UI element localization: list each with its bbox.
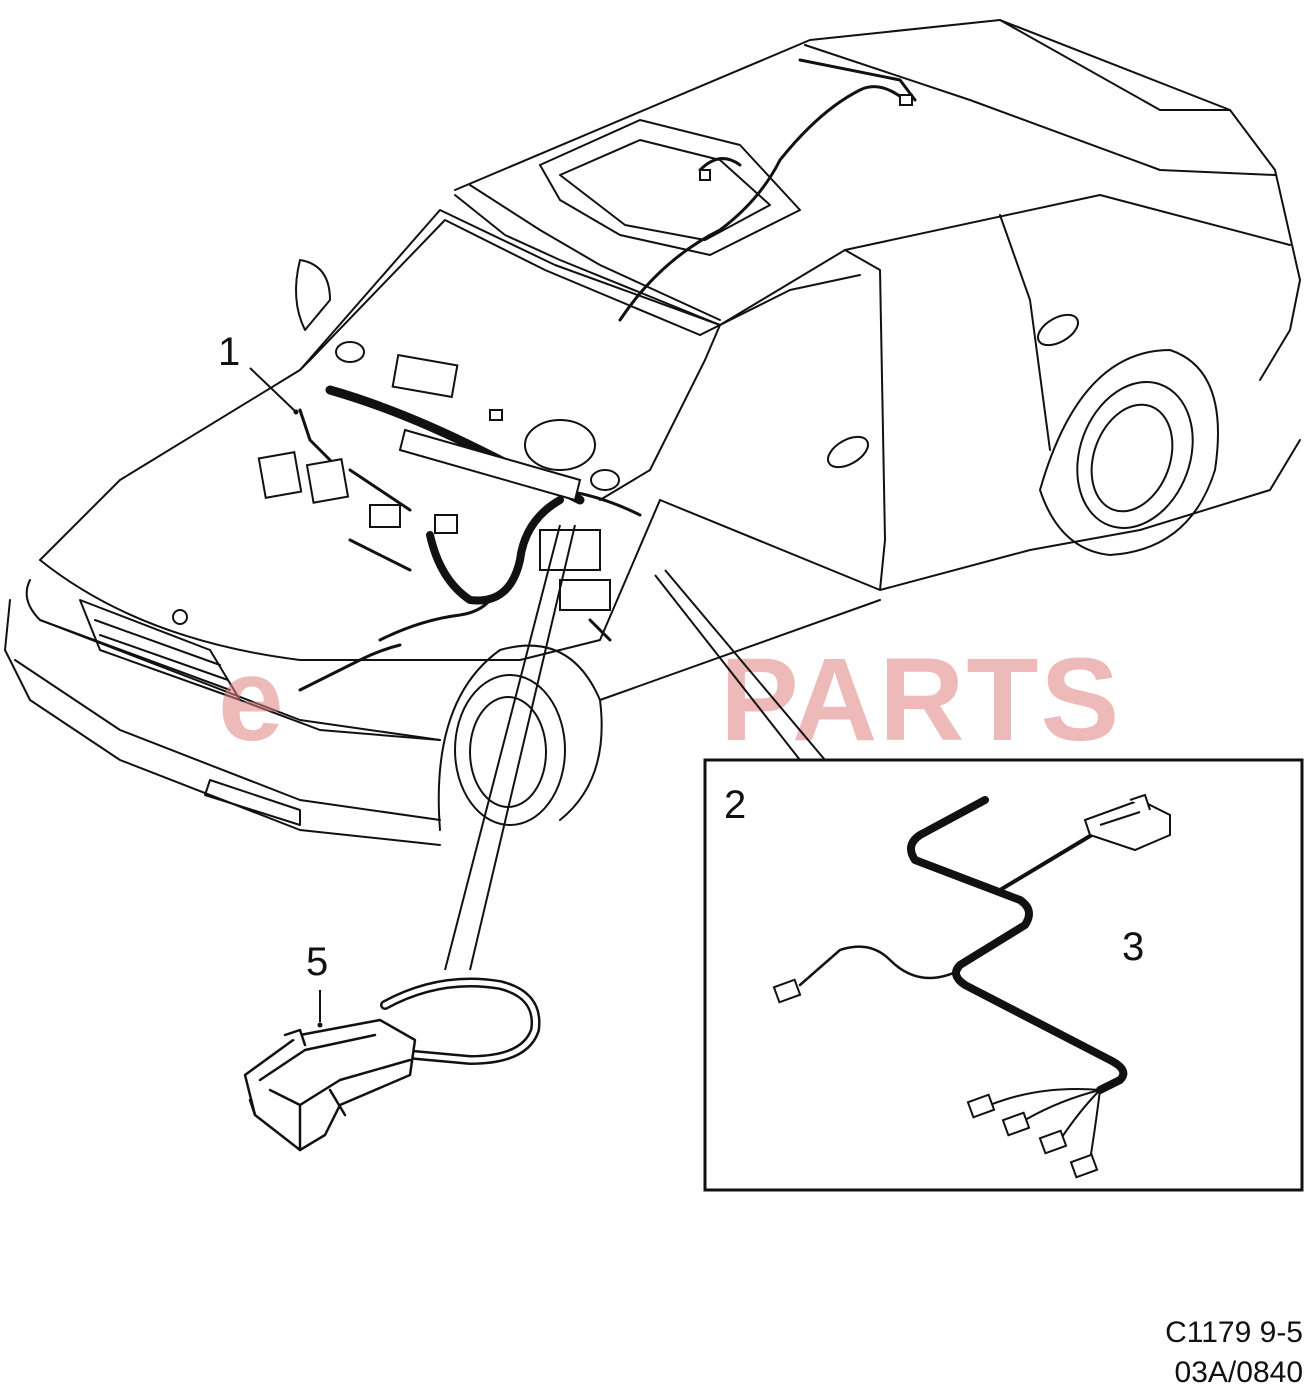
callout-5: 5	[306, 940, 328, 984]
car-components	[257, 94, 913, 611]
watermark-e: e	[218, 634, 286, 766]
callout-1: 1	[218, 330, 240, 374]
callout-2: 2	[724, 783, 746, 827]
watermark-parts: PARTS	[720, 634, 1121, 766]
diagram-reference: 03A/0840	[1174, 1356, 1303, 1389]
part-5-jumper-connector	[243, 977, 541, 1152]
leader-lines	[249, 367, 1137, 1022]
callout-3: 3	[1122, 925, 1144, 969]
detail-box	[703, 758, 1304, 1192]
watermark: e PARTS	[218, 634, 1121, 766]
diagram-code: C1179 9-5	[1165, 1316, 1303, 1349]
car-body	[4, 19, 1301, 846]
detail-connectors	[772, 793, 1171, 1179]
